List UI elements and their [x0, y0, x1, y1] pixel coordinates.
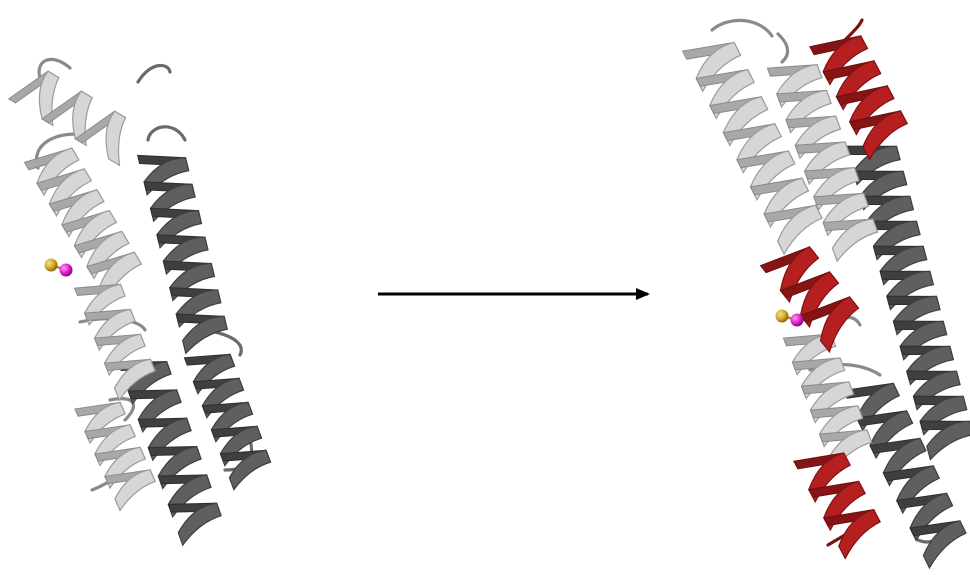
ligand-atoms [45, 259, 73, 277]
dark-helix-upper [138, 155, 228, 353]
loop-mid-dark [148, 127, 185, 140]
loop-top-light-b [778, 34, 788, 62]
protein-structure-after [683, 20, 970, 568]
ligand-atoms [776, 310, 804, 327]
light-helix-center-lower [783, 334, 871, 471]
magenta-atom [60, 264, 73, 277]
light-helix-upper [24, 148, 141, 299]
magenta-atom [791, 314, 804, 327]
loop-top-dark [138, 65, 170, 82]
loop-top-light-a [712, 20, 772, 36]
protein-structure-before [9, 59, 271, 545]
helix-turn-front [820, 297, 858, 352]
red-helix-bottom [794, 453, 880, 559]
gold-atom [776, 310, 789, 323]
gold-atom [45, 259, 58, 272]
